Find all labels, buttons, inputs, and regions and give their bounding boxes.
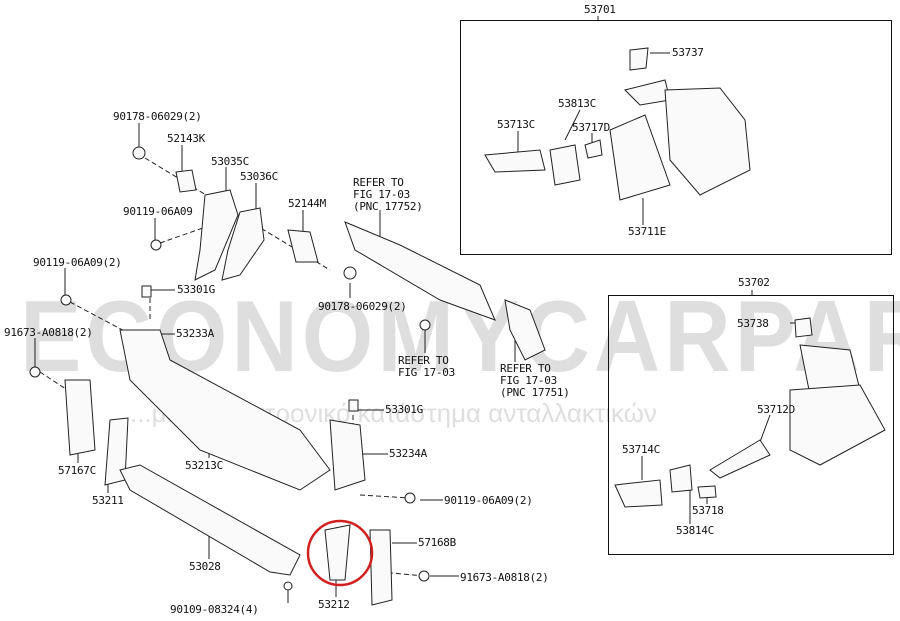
part-label[interactable]: 53813C	[558, 97, 596, 110]
part-label[interactable]: 53712D	[757, 403, 795, 416]
part-label[interactable]: 53036C	[240, 170, 278, 183]
part-label[interactable]: 90178-06029(2)	[113, 110, 202, 123]
group-label-53701: 53701	[584, 3, 616, 16]
part-label[interactable]: 53718	[692, 504, 724, 517]
refer-note[interactable]: REFER TO FIG 17-03	[398, 354, 455, 379]
part-label[interactable]: 57167C	[58, 464, 96, 477]
part-label[interactable]: 53234A	[389, 447, 427, 460]
refer-note[interactable]: REFER TO FIG 17-03 (PNC 17752)	[353, 176, 423, 213]
part-label[interactable]: 53212	[318, 598, 350, 611]
part-label[interactable]: 52144M	[288, 197, 326, 210]
part-label[interactable]: 53213C	[185, 459, 223, 472]
part-label[interactable]: 53737	[672, 46, 704, 59]
refer-note[interactable]: REFER TO FIG 17-03 (PNC 17751)	[500, 362, 570, 399]
highlight-circle	[306, 519, 374, 587]
part-label[interactable]: 57168B	[418, 536, 456, 549]
part-label[interactable]: 53211	[92, 494, 124, 507]
part-label[interactable]: 53301G	[177, 283, 215, 296]
part-label[interactable]: 53713C	[497, 118, 535, 131]
part-label[interactable]: 90119-06A09	[123, 205, 193, 218]
part-label[interactable]: 90178-06029(2)	[318, 300, 407, 313]
part-label[interactable]: 53711E	[628, 225, 666, 238]
part-label[interactable]: 53814C	[676, 524, 714, 537]
part-label[interactable]: 53738	[737, 317, 769, 330]
part-label[interactable]: 52143K	[167, 132, 205, 145]
part-label[interactable]: 91673-A0818(2)	[460, 571, 549, 584]
part-label[interactable]: 90119-06A09(2)	[444, 494, 533, 507]
part-label[interactable]: 53301G	[385, 403, 423, 416]
part-label[interactable]: 90109-08324(4)	[170, 603, 259, 616]
group-box-53701	[460, 20, 892, 255]
part-label[interactable]: 53714C	[622, 443, 660, 456]
part-label[interactable]: 53035C	[211, 155, 249, 168]
group-label-53702: 53702	[738, 276, 770, 289]
part-label[interactable]: 90119-06A09(2)	[33, 256, 122, 269]
part-label[interactable]: 53717D	[572, 121, 610, 134]
group-box-53702	[608, 295, 894, 555]
part-label[interactable]: 91673-A0818(2)	[4, 326, 93, 339]
part-label[interactable]: 53233A	[176, 327, 214, 340]
part-label[interactable]: 53028	[189, 560, 221, 573]
